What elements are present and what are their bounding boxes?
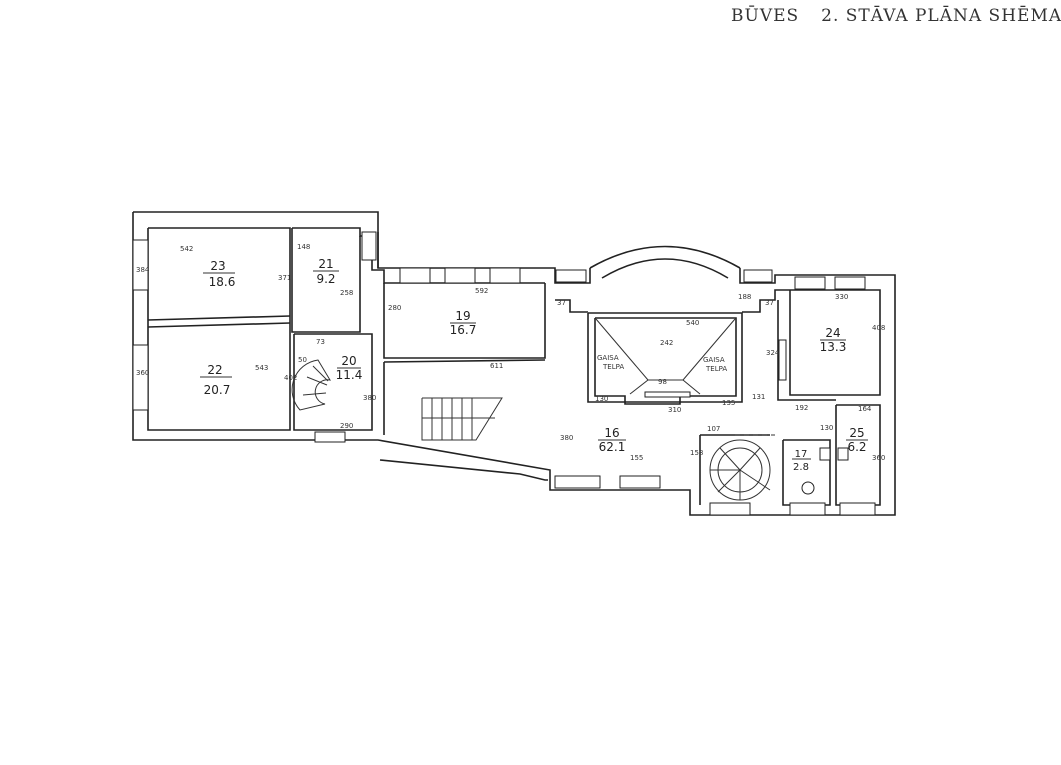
room-number: 23 (210, 259, 225, 273)
title-word-2: 2. STĀVA PLĀNA SHĒMA (821, 6, 1061, 26)
dimension: 107 (707, 425, 720, 433)
room-23: 23 18.6 (203, 259, 235, 289)
room-area: 16.7 (450, 323, 477, 337)
dimension: 148 (297, 243, 310, 251)
dimension: 242 (660, 339, 673, 347)
room-area: 11.4 (336, 368, 363, 382)
dimension: 37 (765, 299, 774, 307)
windows (132, 231, 876, 516)
dimension: 37 (557, 299, 566, 307)
title-word-1: BŪVES (731, 6, 800, 26)
dimension: 188 (738, 293, 751, 301)
dimension: 290 (340, 422, 353, 430)
dimension: 310 (668, 406, 681, 414)
room-number: 17 (795, 449, 808, 460)
room-number: 21 (318, 257, 333, 271)
dimension: 158 (690, 449, 703, 457)
room-number: 22 (207, 363, 222, 377)
room-number: 25 (849, 426, 864, 440)
dimension: 155 (630, 454, 643, 462)
dimension: 192 (795, 404, 808, 412)
svg-text:TELPA: TELPA (705, 365, 727, 373)
dimension: 380 (363, 394, 376, 402)
dimension: 543 (255, 364, 268, 372)
dimension: 592 (475, 287, 488, 295)
dimension-labels: 542 384 371 543 360 402 148 258 290 380 … (136, 243, 885, 462)
room-number: 16 (604, 426, 619, 440)
room-25: 256.2 (846, 426, 868, 454)
dimension: 371 (278, 274, 291, 282)
dimension: 611 (490, 362, 503, 370)
dimension: 540 (686, 319, 699, 327)
dimension: 73 (316, 338, 325, 346)
dimension: 360 (136, 369, 149, 377)
dimension: 98 (658, 378, 667, 386)
spiral-stair-left (291, 359, 332, 411)
room-area: 18.6 (209, 275, 236, 289)
dimension: 258 (340, 289, 353, 297)
dimension: 408 (872, 324, 885, 332)
room-area: 20.7 (204, 383, 231, 397)
room-number: 20 (341, 354, 356, 368)
dimension: 130 (820, 424, 833, 432)
dimension: 131 (752, 393, 765, 401)
room-area: 9.2 (316, 272, 335, 286)
room-17: 172.8 (792, 449, 811, 473)
spiral-stair-right (709, 439, 771, 501)
straight-stair (421, 397, 503, 441)
svg-text:GAISA: GAISA (703, 356, 725, 364)
room-area: 62.1 (599, 440, 626, 454)
room-22: 22 20.7 (200, 363, 232, 397)
room-number: 24 (825, 326, 840, 340)
room-area: 2.8 (793, 462, 809, 473)
svg-text:GAISA: GAISA (597, 354, 619, 362)
dimension: 384 (136, 266, 150, 274)
drawing-title: BŪVES 2. STĀVA PLĀNA SHĒMA (731, 6, 1061, 26)
dimension: 380 (560, 434, 573, 442)
room-number: 19 (455, 309, 470, 323)
dimension: 542 (180, 245, 193, 253)
dimension: 402 (284, 374, 297, 382)
room-area: 13.3 (820, 340, 847, 354)
dimension: 360 (872, 454, 885, 462)
dimension: 135 (722, 399, 735, 407)
dimension: 164 (858, 405, 872, 413)
dimension: 280 (388, 304, 401, 312)
dimension: 330 (835, 293, 848, 301)
dimension: 50 (298, 356, 307, 364)
room-21: 219.2 (313, 257, 339, 286)
svg-text:TELPA: TELPA (602, 363, 624, 371)
interior-walls (147, 228, 881, 506)
dimension: 324 (766, 349, 780, 357)
dimension: 130 (595, 395, 608, 403)
room-area: 6.2 (847, 440, 866, 454)
